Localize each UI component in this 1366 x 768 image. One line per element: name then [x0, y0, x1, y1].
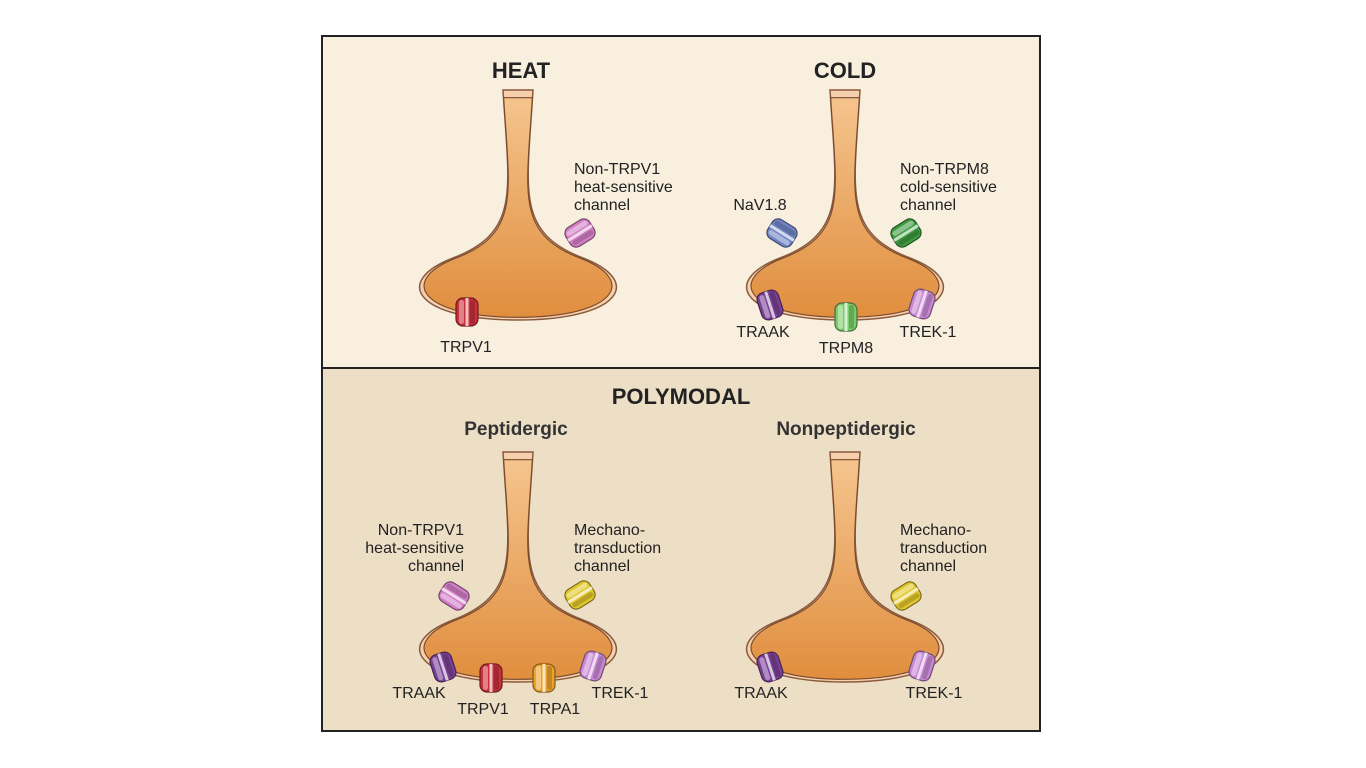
- heat-non-trpv1-label-1: Non-TRPV1: [574, 161, 660, 178]
- pep-non-trpv1-label-3: channel: [408, 558, 464, 575]
- pep-trpa1-label: TRPA1: [530, 701, 580, 718]
- cold-title: COLD: [814, 58, 876, 83]
- nonpep-trek-lilac-channel-icon: [908, 650, 936, 682]
- pep-non-trpv1-label-1: Non-TRPV1: [378, 522, 464, 539]
- nonpep-mechano-yellow-channel-icon: [890, 581, 922, 611]
- heat-trpv1-label: TRPV1: [440, 339, 492, 356]
- heat-trpv1-red-channel-icon: [455, 297, 479, 327]
- heat-non-trpv1-label-3: channel: [574, 197, 630, 214]
- cold-nav-blue-channel-icon: [766, 218, 798, 248]
- cold-non-trpm8-label-2: cold-sensitive: [900, 179, 997, 196]
- nonpep-mechano-label-3: channel: [900, 558, 956, 575]
- cold-non-trpm8-label-3: channel: [900, 197, 956, 214]
- peptidergic-title: Peptidergic: [464, 419, 568, 440]
- nonpep-mechano-label-2: transduction: [900, 540, 987, 557]
- pep-traak-purple-channel-icon: [429, 651, 457, 683]
- channel-layer: [429, 218, 936, 693]
- pep-trek-label: TREK-1: [592, 685, 649, 702]
- cold-trpm8-light-green-channel-icon: [834, 302, 858, 332]
- cold-non-trpm8-green-channel-icon: [890, 218, 922, 248]
- heat-non-trpv1-pink-channel-icon: [564, 218, 596, 248]
- pep-trek-lilac-channel-icon: [579, 650, 607, 682]
- pep-mechano-label-2: transduction: [574, 540, 661, 557]
- pep-trpa1-orange-channel-icon: [532, 663, 556, 693]
- pep-non-trpv1-pink-channel-icon: [438, 581, 470, 611]
- pep-trpv1-label: TRPV1: [457, 701, 509, 718]
- pep-mechano-label-1: Mechano-: [574, 522, 645, 539]
- heat-non-trpv1-label-2: heat-sensitive: [574, 179, 673, 196]
- cold-traak-label: TRAAK: [736, 324, 790, 341]
- nonpep-mechano-label-1: Mechano-: [900, 522, 971, 539]
- pep-mechano-yellow-channel-icon: [564, 580, 596, 610]
- figure-frame: [321, 35, 1041, 732]
- cold-trek-label: TREK-1: [900, 324, 957, 341]
- pep-trpv1-red-channel-icon: [479, 663, 503, 693]
- pep-traak-label: TRAAK: [392, 685, 446, 702]
- cold-non-trpm8-label-1: Non-TRPM8: [900, 161, 989, 178]
- heat-title: HEAT: [492, 58, 551, 83]
- nonpeptidergic-title: Nonpeptidergic: [776, 419, 916, 440]
- nonpep-traak-label: TRAAK: [734, 685, 788, 702]
- cold-nav-label: NaV1.8: [733, 197, 786, 214]
- polymodal-title: POLYMODAL: [612, 384, 751, 409]
- cold-trpm8-label: TRPM8: [819, 340, 873, 357]
- cold-traak-purple-channel-icon: [756, 289, 784, 321]
- nonpep-traak-purple-channel-icon: [756, 651, 784, 683]
- pep-non-trpv1-label-2: heat-sensitive: [365, 540, 464, 557]
- pep-mechano-label-3: channel: [574, 558, 630, 575]
- cold-trek-lilac-channel-icon: [908, 288, 936, 320]
- nonpep-trek-label: TREK-1: [906, 685, 963, 702]
